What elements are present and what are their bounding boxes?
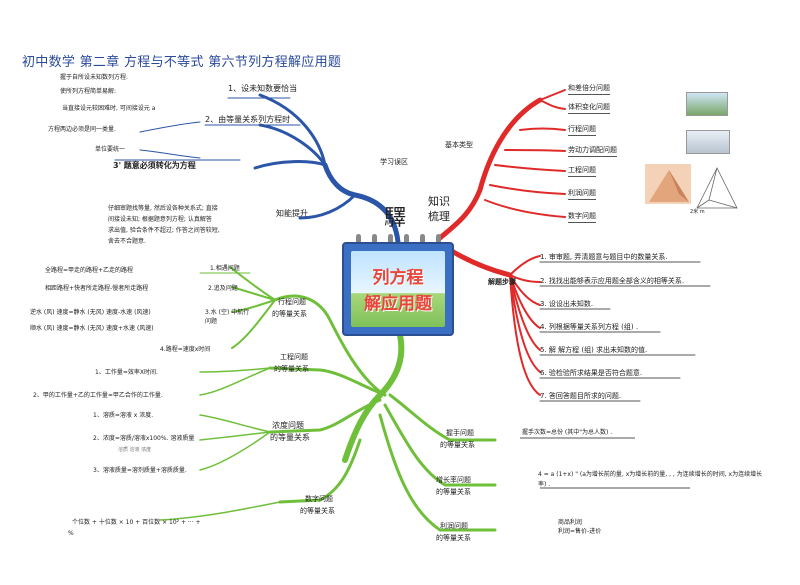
type-item: 数字问题 xyxy=(568,211,596,223)
travel-note: 顺水 (风) 速度=静水 (无风) 速度+水速 (风速) xyxy=(30,325,154,332)
card-ring xyxy=(356,234,361,248)
growth-label-1: 增长率问题 xyxy=(436,476,471,484)
step-1: 1、设未知数要恰当 xyxy=(228,84,298,93)
center-left-glyph: 驛 xyxy=(384,206,407,231)
card-ring xyxy=(436,234,441,248)
solve-step: 2. 找找出能够表示应用题全部含义的相等关系. xyxy=(540,277,685,285)
work-note: 1、工作量=效率X时间. xyxy=(95,369,158,376)
note-2: 使所列方程简单易解: xyxy=(60,88,117,95)
knowledge-label-1: 知识 xyxy=(428,195,450,208)
card-frame: 列方程 解应用题 xyxy=(342,242,454,336)
card-ring xyxy=(388,234,393,248)
center-card: 列方程 解应用题 xyxy=(342,234,454,336)
travel-item: 2.追及问题 xyxy=(208,285,238,292)
solve-step: 6. 验检验所求结果是否符合题意. xyxy=(540,369,643,377)
travel-item: 3.水 (空) 中航行问题 xyxy=(205,309,250,325)
type-item: 劳动力调配问题 xyxy=(568,145,617,157)
solution-label-2: 的等量关系 xyxy=(270,433,310,442)
study-label: 学习误区 xyxy=(380,158,408,166)
center-title-1: 列方程 xyxy=(372,268,424,288)
card-inner: 列方程 解应用题 xyxy=(351,251,445,327)
note-5: 单位要统一 xyxy=(95,146,126,153)
travel-label-2: 的等量关系 xyxy=(272,310,307,318)
note-4: 方程两边必须是同一类量. xyxy=(48,126,116,133)
work-note: 2、甲的工作量+乙的工作量=甲乙合作的工作量. xyxy=(33,392,163,399)
travel-item: 4.路程=速度x时间 xyxy=(160,346,211,353)
ability-label: 知能提升 xyxy=(276,209,308,218)
digit-formula: 个位数 + 十位数 × 10 + 百位数 × 10² + ··· + xyxy=(72,519,201,526)
type-item: 体积变化问题 xyxy=(568,102,610,114)
ability-note-1: 仔细审题找等量, 然后设各种关系式; 直接 xyxy=(108,205,218,212)
profit-label-1: 利润问题 xyxy=(440,522,468,530)
step-3: 3' 题意必须转化为方程 xyxy=(113,161,196,170)
travel-note: 相距路程+快者所走路程-慢者所走路程 xyxy=(45,285,149,292)
work-label-1: 工程问题 xyxy=(280,353,308,361)
solution-note: 1、溶质=溶液 x 浓度. xyxy=(93,412,154,419)
profit-note: 利润=售价-进价 xyxy=(558,528,602,535)
profit-note: 商品利润 xyxy=(558,519,583,526)
pyramid-caption: 2米 m xyxy=(690,209,705,215)
solve-step: 3. 设设出未知数. xyxy=(540,300,594,308)
profit-label-2: 的等量关系 xyxy=(436,534,471,542)
travel-item: 1.相遇问题 xyxy=(210,265,240,272)
travel-note: 逆水 (风) 速度=静水 (无风) 速度-水速 (风速) xyxy=(30,309,151,316)
solve-step: 5. 解 解方程 (组) 求出未知数的值. xyxy=(540,346,648,354)
digit-label-2: 的等量关系 xyxy=(300,507,335,515)
solve-step: 7. 答回答题目所求的问题. xyxy=(540,392,622,400)
ability-note-4: 舍去不合题意. xyxy=(108,238,146,245)
digit-suffix: % xyxy=(68,530,74,537)
basic-type-label: 基本类型 xyxy=(445,141,473,149)
solution-note: 2、浓度=溶质/溶液x100%. 溶液质量 xyxy=(93,435,195,442)
travel-label-1: 行程问题 xyxy=(278,298,306,306)
note-3: 当直接设元较困难时, 可间接设元 a xyxy=(62,105,156,112)
card-ring xyxy=(420,234,425,248)
page-title: 初中数学 第二章 方程与不等式 第六节列方程解应用题 xyxy=(22,55,342,70)
growth-label-2: 的等量关系 xyxy=(436,488,471,496)
note-1: 握于自所设未知数列方程. xyxy=(60,74,128,81)
solve-steps-label: 解题步骤 xyxy=(488,278,516,286)
step-2: 2、由等量关系列方程时 xyxy=(205,115,291,124)
solution-note: 溶质 溶液 浓度 xyxy=(118,447,152,453)
knowledge-label-2: 梳理 xyxy=(428,210,450,223)
ability-note-3: 求出值, 验合条件不超过; 作答之间答较短, xyxy=(108,227,220,234)
card-ring xyxy=(372,234,377,248)
center-title-2: 解应用题 xyxy=(364,294,432,314)
travel-note: 全路程=甲走的路程+乙走的路程 xyxy=(45,267,134,274)
work-label-2: 的等量关系 xyxy=(274,365,309,373)
solution-label-1: 浓度问题 xyxy=(272,421,304,430)
ability-note-2: 间接设未知; 根据题意列方程; 认真解答 xyxy=(108,216,212,223)
solve-step: 1. 审审题, 弄清题意与题目中的数量关系. xyxy=(540,253,668,261)
type-item: 工程问题 xyxy=(568,165,596,177)
pyramid-image xyxy=(645,164,738,209)
landscape-image xyxy=(686,92,728,116)
type-item: 利润问题 xyxy=(568,188,596,200)
handshake-note: 握手次数=总份 (其中"为总人数) . xyxy=(522,429,613,436)
growth-note: 4 = a (1+x) " (a为增长前的量, x为增长前的量, , , 为连续… xyxy=(538,471,763,488)
bus-image xyxy=(686,130,730,154)
type-item: 行程问题 xyxy=(568,124,596,136)
handshake-label-2: 的等量关系 xyxy=(440,441,475,449)
digit-label-1: 数字问题 xyxy=(305,495,333,503)
type-item: 和差倍分问题 xyxy=(568,83,610,95)
solve-step: 4. 列根据等量关系列方程 (组) . xyxy=(540,323,639,331)
card-ring xyxy=(404,234,409,248)
handshake-label-1: 握手问题 xyxy=(446,429,474,437)
solution-note: 3、溶液质量=溶剂质量+溶质质量. xyxy=(93,467,187,474)
